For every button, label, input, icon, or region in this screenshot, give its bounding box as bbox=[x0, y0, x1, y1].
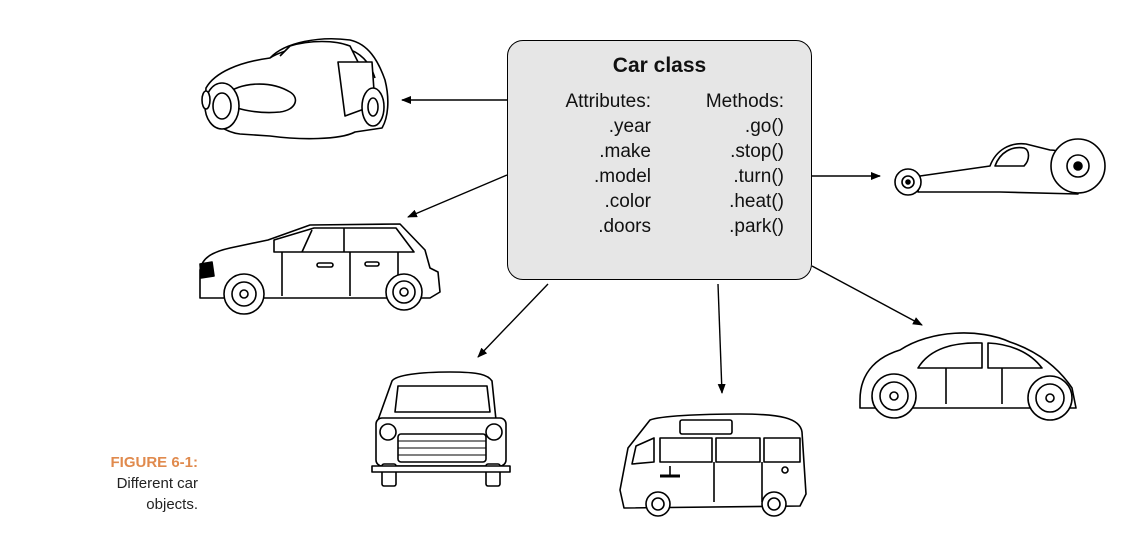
attributes-column: Attributes: .year .make .model .color .d… bbox=[536, 89, 651, 239]
method-item: .park() bbox=[729, 216, 784, 237]
figure-description-line: objects. bbox=[146, 496, 198, 513]
figure-caption: FIGURE 6-1: Different car objects. bbox=[0, 452, 198, 515]
figure-label: FIGURE 6-1: bbox=[110, 454, 198, 471]
method-item: .heat() bbox=[729, 191, 784, 212]
beetle-car-icon bbox=[859, 332, 1077, 421]
methods-heading: Methods: bbox=[705, 91, 784, 112]
attribute-item: .model bbox=[593, 166, 651, 187]
arrow-to-van bbox=[717, 283, 726, 394]
hatchback-car-icon bbox=[199, 223, 441, 315]
attribute-item: .doors bbox=[598, 216, 651, 237]
arrow-to-hatchback bbox=[407, 174, 508, 218]
mini-car-icon bbox=[371, 371, 511, 487]
methods-column: Methods: .go() .stop() .turn() .heat() .… bbox=[684, 89, 784, 239]
dragster-icon bbox=[894, 138, 1106, 196]
sports-car-icon bbox=[201, 38, 389, 140]
arrow-to-mini bbox=[477, 283, 549, 358]
method-item: .turn() bbox=[733, 166, 784, 187]
attributes-heading: Attributes: bbox=[565, 91, 651, 112]
method-item: .go() bbox=[744, 116, 784, 137]
attribute-item: .color bbox=[604, 191, 651, 212]
attribute-item: .year bbox=[608, 116, 651, 137]
van-icon bbox=[619, 413, 807, 517]
method-item: .stop() bbox=[730, 141, 784, 162]
class-title: Car class bbox=[612, 54, 707, 77]
attribute-item: .make bbox=[599, 141, 651, 162]
figure-description-line: Different car bbox=[116, 475, 198, 492]
car-class-box: Car class Attributes: .year .make .model… bbox=[507, 40, 812, 280]
arrow-to-beetle bbox=[811, 265, 923, 326]
